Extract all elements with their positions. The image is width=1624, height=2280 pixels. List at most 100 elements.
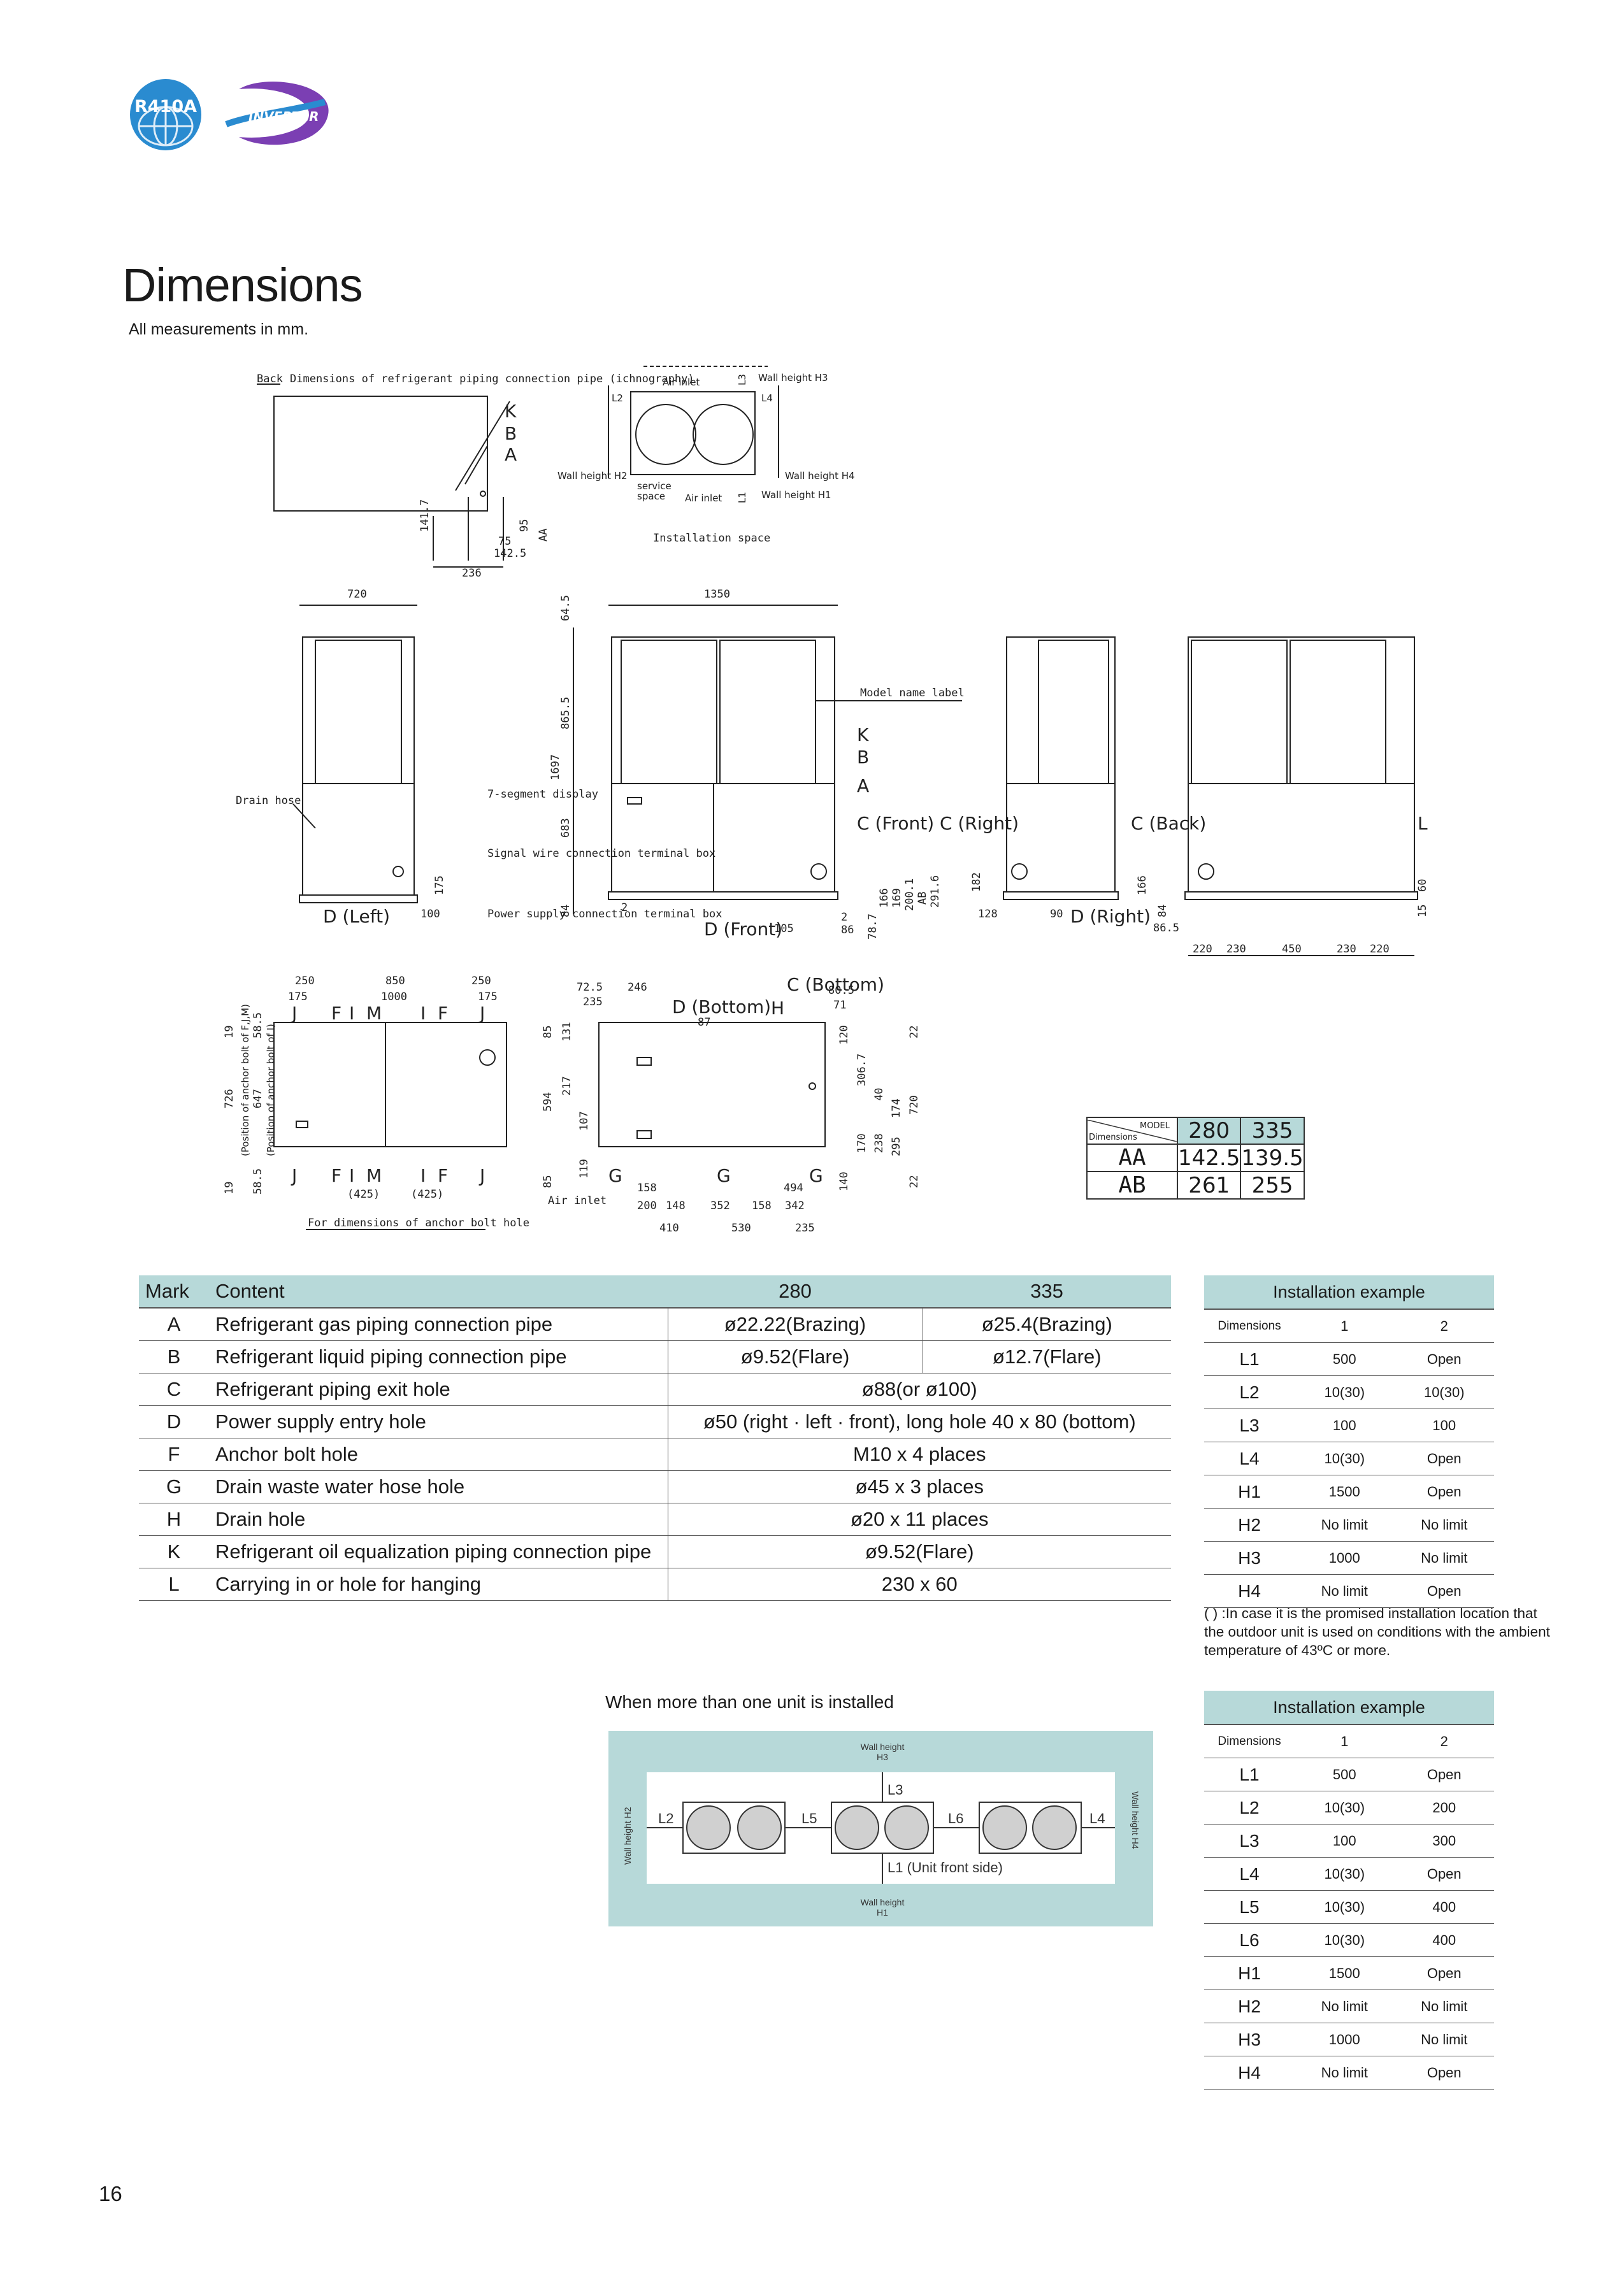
row-value: ø20 x 11 places: [667, 1503, 1171, 1536]
inst-value-2: Open: [1394, 1857, 1494, 1891]
br-view-c: C (Bottom): [787, 974, 884, 995]
model-table-model-label: MODEL: [1140, 1121, 1170, 1131]
br-top-246: 246: [628, 981, 647, 994]
front-letter-a: A: [857, 775, 869, 796]
row-content: Refrigerant piping exit hole: [209, 1373, 668, 1406]
br-left-594: 594: [542, 1092, 554, 1112]
inst-value-2: Open: [1394, 1442, 1494, 1475]
left-view-label: D (Left): [323, 906, 390, 927]
br-left-131: 131: [561, 1022, 573, 1042]
br-right-22a: 22: [908, 1026, 921, 1038]
r410a-logo-text: R410A: [134, 97, 197, 117]
bl-left-58a: 58.5: [252, 1012, 264, 1038]
table-row: G Drain waste water hose hole ø45 x 3 pl…: [139, 1470, 1171, 1503]
row-value: ø45 x 3 places: [667, 1470, 1171, 1503]
br-right-120: 120: [838, 1025, 851, 1045]
inst-value-1: 500: [1295, 1342, 1395, 1376]
multi-wall-h1-1: Wall height: [861, 1897, 905, 1907]
installation-title: Installation example: [1204, 1691, 1494, 1725]
multi-unit-caption: When more than one unit is installed: [605, 1692, 894, 1712]
inst-value-1: No limit: [1295, 1990, 1395, 2023]
bl-dim-175b: 175: [478, 991, 498, 1003]
model-col-335: 335: [1240, 1117, 1305, 1145]
front-label-signal: Signal wire connection terminal box: [487, 847, 715, 860]
multi-unit-diagram: Wall height H3 L3 L1 (Unit front side) W…: [608, 1731, 1153, 1926]
bl-dim-250a: 250: [295, 975, 315, 987]
br-right-140: 140: [838, 1172, 851, 1191]
inst-label: H1: [1204, 1956, 1295, 1990]
inst-value-2: 400: [1394, 1923, 1494, 1957]
multi-l4: L4: [1089, 1810, 1105, 1826]
table-row: H Drain hole ø20 x 11 places: [139, 1503, 1171, 1536]
front-dim-166: 166: [878, 888, 891, 908]
bl-left-58b: 58.5: [252, 1168, 264, 1194]
front-dim-2b: 2: [841, 911, 847, 924]
bl-mark-f4: F: [438, 1165, 448, 1186]
left-drain-hose: Drain hose: [236, 794, 301, 807]
inst-value-1: 10(30): [1295, 1375, 1395, 1409]
bl-dim-425b: (425): [411, 1188, 443, 1201]
br-top-235: 235: [583, 996, 603, 1008]
inst-value-1: No limit: [1295, 1508, 1395, 1542]
inst-value-2: Open: [1394, 1956, 1494, 1990]
inst-label: L2: [1204, 1791, 1295, 1825]
install-wall-h4: Wall height H4: [785, 470, 855, 482]
inst-value-2: 100: [1394, 1409, 1494, 1442]
front-width: 1350: [704, 588, 730, 601]
br-right-40: 40: [873, 1088, 886, 1101]
install-l1: L1: [737, 492, 748, 503]
inverter-logo-text: INVERTER: [248, 109, 319, 124]
inst-value-2: 10(30): [1394, 1375, 1494, 1409]
install-service-1: service: [637, 480, 672, 492]
br-bot-158b: 158: [752, 1200, 772, 1212]
left-width: 720: [347, 588, 367, 601]
inst-value-2: Open: [1394, 1574, 1494, 1608]
br-letter-g3: G: [809, 1165, 823, 1186]
bl-mark-f3: F: [331, 1165, 341, 1186]
row-value: M10 x 4 places: [667, 1438, 1171, 1471]
install-air-inlet-top: Air inlet: [663, 376, 700, 388]
model-ab-335: 255: [1240, 1171, 1305, 1200]
row-content: Refrigerant gas piping connection pipe: [209, 1308, 668, 1341]
installation-note: ( ) :In case it is the promised installa…: [1204, 1605, 1550, 1658]
header-335: 335: [923, 1275, 1171, 1308]
br-left-217: 217: [561, 1076, 573, 1096]
back-dim-15: 15: [1416, 905, 1429, 917]
right-view-d: D (Right): [1070, 906, 1151, 927]
back-dim-220a: 220: [1193, 943, 1212, 956]
multi-l6: L6: [948, 1810, 963, 1826]
back-dim-220b: 220: [1370, 943, 1390, 956]
model-table-corner: MODEL Dimensions: [1086, 1117, 1178, 1145]
front-letter-c: C (Front): [857, 813, 934, 834]
piping-letter-a: A: [505, 444, 517, 465]
bl-mark-i2: I: [420, 1003, 426, 1024]
install-caption: Installation space: [653, 532, 770, 545]
inst-value-2: 200: [1394, 1791, 1494, 1825]
row-value-335: ø12.7(Flare): [922, 1340, 1171, 1373]
br-view-d: D (Bottom): [672, 996, 771, 1017]
inst-value-1: 1500: [1295, 1956, 1395, 1990]
br-letter-h: H: [771, 998, 784, 1019]
bl-left-647: 647: [252, 1089, 264, 1108]
row-mark: D: [139, 1405, 209, 1438]
inst-value-1: 10(30): [1295, 1923, 1395, 1957]
br-bot-530: 530: [731, 1222, 751, 1235]
inst-value-2: 300: [1394, 1824, 1494, 1858]
inst-label: L4: [1204, 1857, 1295, 1891]
bl-mark-m2: M: [366, 1165, 382, 1186]
inst-value-1: 10(30): [1295, 1857, 1395, 1891]
piping-dim-142: 142.5: [494, 547, 526, 560]
table-header-row: Mark Content 280 335: [139, 1275, 1171, 1308]
row-value: 230 x 60: [667, 1568, 1171, 1601]
row-mark: K: [139, 1535, 209, 1568]
br-left-85b: 85: [542, 1175, 554, 1188]
bl-left-19b: 19: [223, 1182, 236, 1194]
